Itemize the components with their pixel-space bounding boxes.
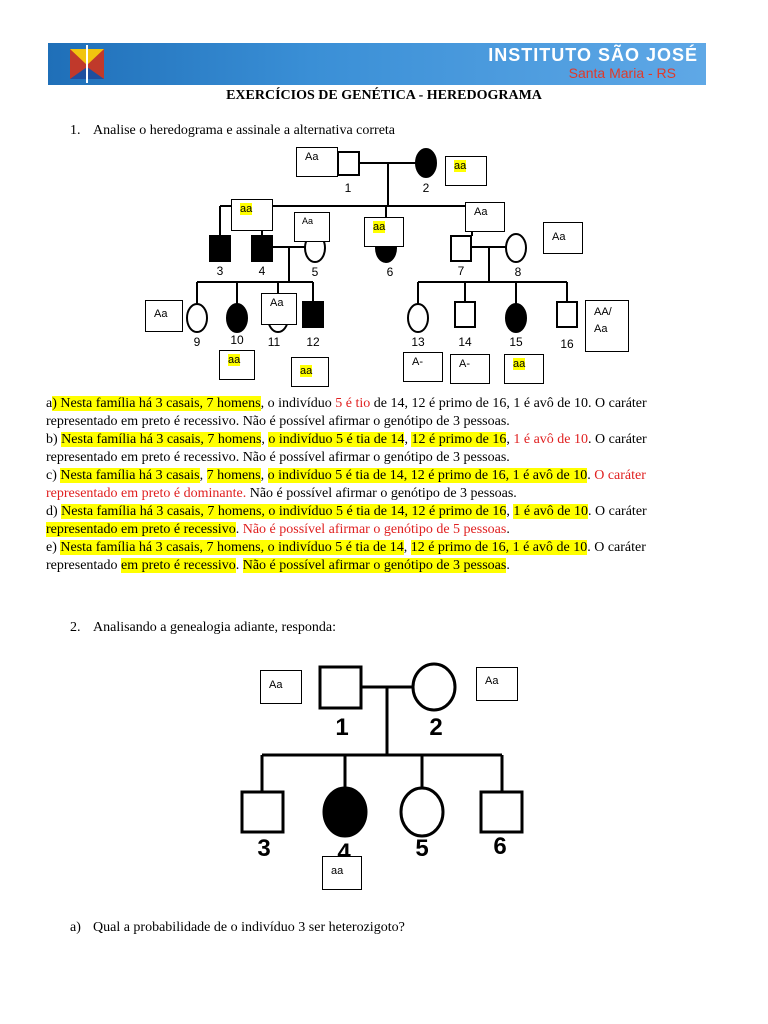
label-8: 8 xyxy=(515,265,522,279)
individual-13-circle xyxy=(407,303,429,333)
genotype-box: A- xyxy=(450,354,490,384)
label-14: 14 xyxy=(458,335,472,349)
genotype-box: AA/Aa xyxy=(585,300,629,352)
genotype-box: Aa xyxy=(294,212,330,242)
label-6: 6 xyxy=(387,265,394,279)
genotype-box: Aa xyxy=(476,667,518,701)
genotype-box: Aa xyxy=(296,147,338,177)
institution-name: INSTITUTO SÃO JOSÉ xyxy=(488,45,698,65)
genotype-box: aa xyxy=(322,856,362,890)
option-a[interactable]: a) Nesta família há 3 casais, 7 homens, … xyxy=(46,396,647,429)
genotype-box: aa xyxy=(231,199,273,231)
individual-1-square xyxy=(337,151,360,176)
genotype-box: Aa xyxy=(260,670,302,704)
label-4: 4 xyxy=(259,264,266,278)
label-2: 2 xyxy=(423,181,430,195)
institution-location: Santa Maria - RS xyxy=(568,65,676,81)
individual-14-square xyxy=(454,301,476,328)
option-e[interactable]: e) Nesta família há 3 casais, 7 homens, … xyxy=(46,540,646,573)
q2-individual-6-square xyxy=(479,790,524,834)
q2-label-1: 1 xyxy=(335,714,348,741)
option-c[interactable]: c) Nesta família há 3 casais, 7 homens, … xyxy=(46,468,646,501)
individual-12-square xyxy=(302,301,324,328)
q2-individual-2-circle xyxy=(411,662,457,712)
label-1: 1 xyxy=(345,181,352,195)
label-10: 10 xyxy=(230,333,244,347)
label-3: 3 xyxy=(217,264,224,278)
header-banner: INSTITUTO SÃO JOSÉ Santa Maria - RS xyxy=(48,43,706,85)
individual-4-square xyxy=(251,235,273,262)
individual-16-square xyxy=(556,301,578,328)
genotype-box: aa xyxy=(291,357,329,387)
school-emblem-icon xyxy=(70,45,104,83)
q2-label-2: 2 xyxy=(429,714,442,741)
q1-text: Analise o heredograma e assinale a alter… xyxy=(93,123,396,138)
individual-10-circle xyxy=(226,303,248,333)
document-title: EXERCÍCIOS DE GENÉTICA - HEREDOGRAMA xyxy=(226,88,542,103)
q2-text: Analisando a genealogia adiante, respond… xyxy=(93,620,336,635)
individual-2-circle xyxy=(415,148,437,178)
genotype-box: Aa xyxy=(261,293,297,325)
q2-sub-a-text: Qual a probabilidade de o indivíduo 3 se… xyxy=(93,920,405,935)
q1-number: 1. xyxy=(70,123,81,138)
genotype-box: aa xyxy=(219,350,255,380)
q2-label-5: 5 xyxy=(415,835,428,862)
q2-sub-a-label: a) xyxy=(70,920,81,935)
q2-label-6: 6 xyxy=(493,833,506,860)
q2-individual-3-square xyxy=(240,790,285,834)
label-11: 11 xyxy=(268,335,281,349)
individual-7-square xyxy=(450,235,472,262)
label-15: 15 xyxy=(509,335,523,349)
pedigree-2: 1 2 3 4 5 6 xyxy=(240,662,524,866)
label-7: 7 xyxy=(458,264,465,278)
q2-individual-1-square xyxy=(318,665,363,710)
pedigree-1: 1 2 3 4 5 6 7 8 9 10 11 12 13 14 15 16 xyxy=(186,148,578,351)
individual-8-circle xyxy=(505,233,527,263)
label-16: 16 xyxy=(560,337,574,351)
individual-9-circle xyxy=(186,303,208,333)
option-b[interactable]: b) Nesta família há 3 casais, 7 homens, … xyxy=(46,432,647,465)
q2-individual-5-circle xyxy=(399,786,445,838)
label-5: 5 xyxy=(312,265,319,279)
label-9: 9 xyxy=(194,335,201,349)
q2-label-3: 3 xyxy=(257,835,270,862)
genotype-box: Aa xyxy=(465,202,505,232)
individual-3-square xyxy=(209,235,231,262)
option-d[interactable]: d) Nesta família há 3 casais, 7 homens, … xyxy=(46,504,647,537)
q2-number: 2. xyxy=(70,620,81,635)
q2-individual-4-circle xyxy=(322,786,368,838)
label-13: 13 xyxy=(411,335,425,349)
genotype-box: Aa xyxy=(543,222,583,254)
genotype-box: Aa xyxy=(145,300,183,332)
label-12: 12 xyxy=(306,335,320,349)
individual-15-circle xyxy=(505,303,527,333)
genotype-box: aa xyxy=(364,217,404,247)
genotype-box: A- xyxy=(403,352,443,382)
genotype-box: aa xyxy=(445,156,487,186)
genotype-box: aa xyxy=(504,354,544,384)
